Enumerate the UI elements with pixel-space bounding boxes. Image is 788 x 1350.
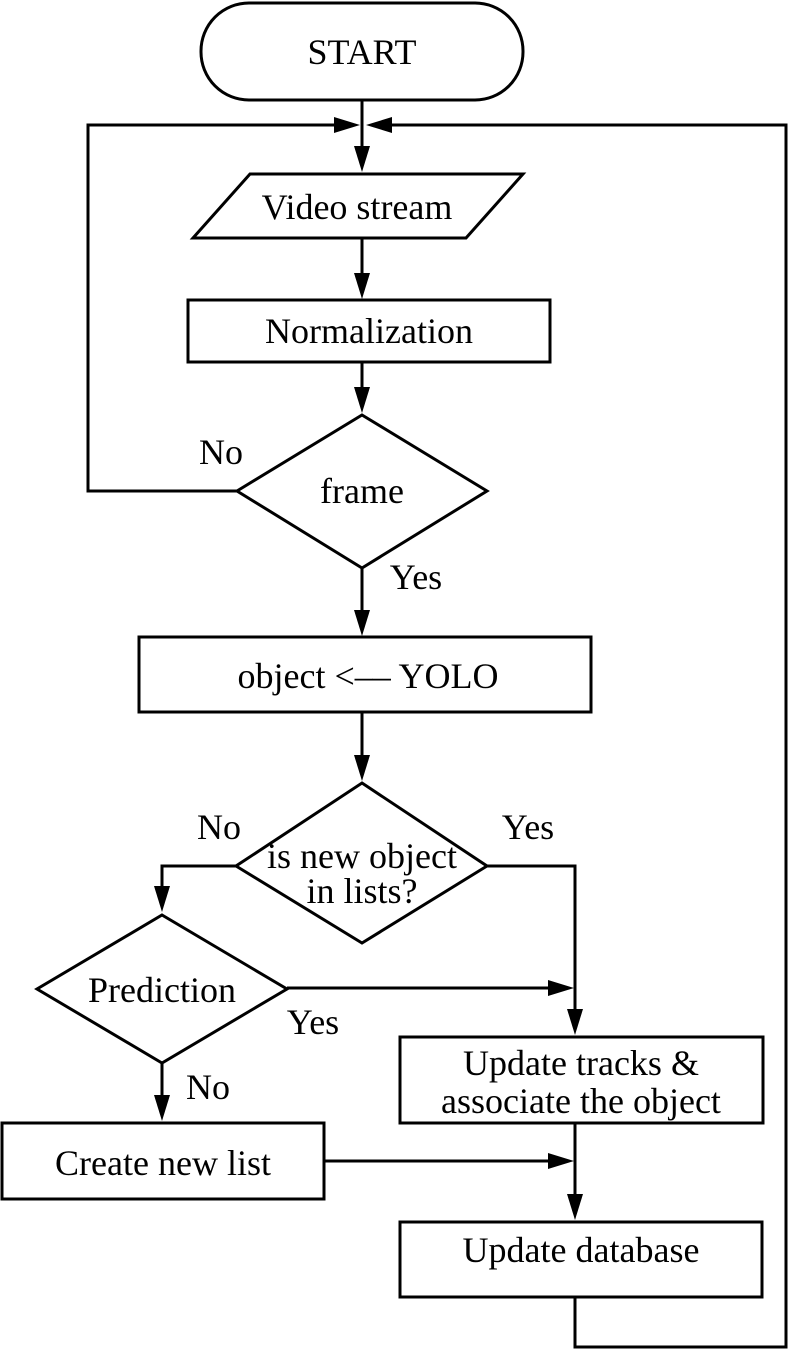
normalization-label: Normalization bbox=[265, 311, 473, 351]
connectors bbox=[86, 100, 788, 1349]
arrowhead-into-video-stream-icon bbox=[354, 146, 370, 172]
node-is-new-object-decision: is new object in lists? bbox=[233, 781, 490, 945]
is-new-object-diamond bbox=[233, 781, 490, 945]
edge-label-frame-yes: Yes bbox=[390, 557, 442, 597]
edge-label-is-new-no: No bbox=[197, 807, 241, 847]
video-stream-parallelogram bbox=[189, 172, 527, 240]
normalization-rect bbox=[186, 298, 552, 364]
edge-labels: No Yes No Yes Yes No bbox=[186, 432, 554, 1107]
prediction-label: Prediction bbox=[88, 970, 236, 1010]
start-terminator-shape bbox=[199, 1, 525, 102]
node-update-tracks: Update tracks & associate the object bbox=[398, 1035, 765, 1125]
arrowhead-into-prediction-icon bbox=[154, 886, 170, 912]
arrowhead-into-normalization-icon bbox=[354, 273, 370, 299]
edge-isnew-no-to-prediction bbox=[160, 864, 236, 886]
edge-label-prediction-no: No bbox=[186, 1067, 230, 1107]
yolo-rect bbox=[137, 635, 593, 714]
edge-database-feedback-loop bbox=[391, 123, 788, 1349]
arrowhead-into-update-tracks-icon bbox=[567, 1009, 583, 1035]
arrowhead-into-is-new-object-icon bbox=[354, 755, 370, 781]
update-database-rect bbox=[398, 1220, 764, 1299]
node-create-new-list: Create new list bbox=[0, 1121, 326, 1201]
start-label: START bbox=[308, 32, 417, 72]
update-database-label: Update database bbox=[463, 1230, 700, 1270]
node-yolo: object <–– YOLO bbox=[137, 635, 593, 714]
is-new-object-label-line2: in lists? bbox=[306, 871, 417, 911]
nodes: START Video stream Normalization frame o… bbox=[0, 1, 765, 1299]
arrowheads bbox=[154, 117, 583, 1220]
is-new-object-label-line1: is new object bbox=[267, 836, 457, 876]
arrowhead-into-update-database-icon bbox=[567, 1194, 583, 1220]
video-stream-label: Video stream bbox=[262, 187, 453, 227]
arrowhead-into-create-new-list-icon bbox=[154, 1095, 170, 1121]
arrowhead-junction-right-icon bbox=[366, 117, 392, 133]
edge-label-prediction-yes: Yes bbox=[287, 1002, 339, 1042]
yolo-label: object <–– YOLO bbox=[238, 656, 499, 696]
edge-label-is-new-yes: Yes bbox=[502, 807, 554, 847]
prediction-diamond bbox=[34, 913, 290, 1065]
arrowhead-prediction-yes-icon bbox=[548, 980, 574, 996]
arrowhead-create-list-out-icon bbox=[548, 1153, 574, 1169]
edge-label-frame-no: No bbox=[199, 432, 243, 472]
node-frame-decision: frame bbox=[234, 413, 490, 570]
edge-isnew-yes-to-updatetracks bbox=[487, 864, 577, 1010]
update-tracks-rect bbox=[398, 1035, 765, 1125]
create-new-list-label: Create new list bbox=[55, 1143, 271, 1183]
arrowhead-into-frame-icon bbox=[354, 387, 370, 413]
node-video-stream: Video stream bbox=[189, 172, 527, 240]
edge-frame-no-loop bbox=[86, 123, 335, 493]
frame-label: frame bbox=[320, 471, 404, 511]
node-start: START bbox=[199, 1, 525, 102]
arrowhead-into-yolo-icon bbox=[354, 610, 370, 636]
node-prediction-decision: Prediction bbox=[34, 913, 290, 1065]
node-normalization: Normalization bbox=[186, 298, 552, 364]
create-new-list-rect bbox=[0, 1121, 326, 1201]
frame-diamond bbox=[234, 413, 490, 570]
update-tracks-label-line1: Update tracks & bbox=[463, 1043, 699, 1083]
arrowhead-junction-left-icon bbox=[334, 117, 360, 133]
node-update-database: Update database bbox=[398, 1220, 764, 1299]
update-tracks-label-line2: associate the object bbox=[441, 1081, 721, 1121]
